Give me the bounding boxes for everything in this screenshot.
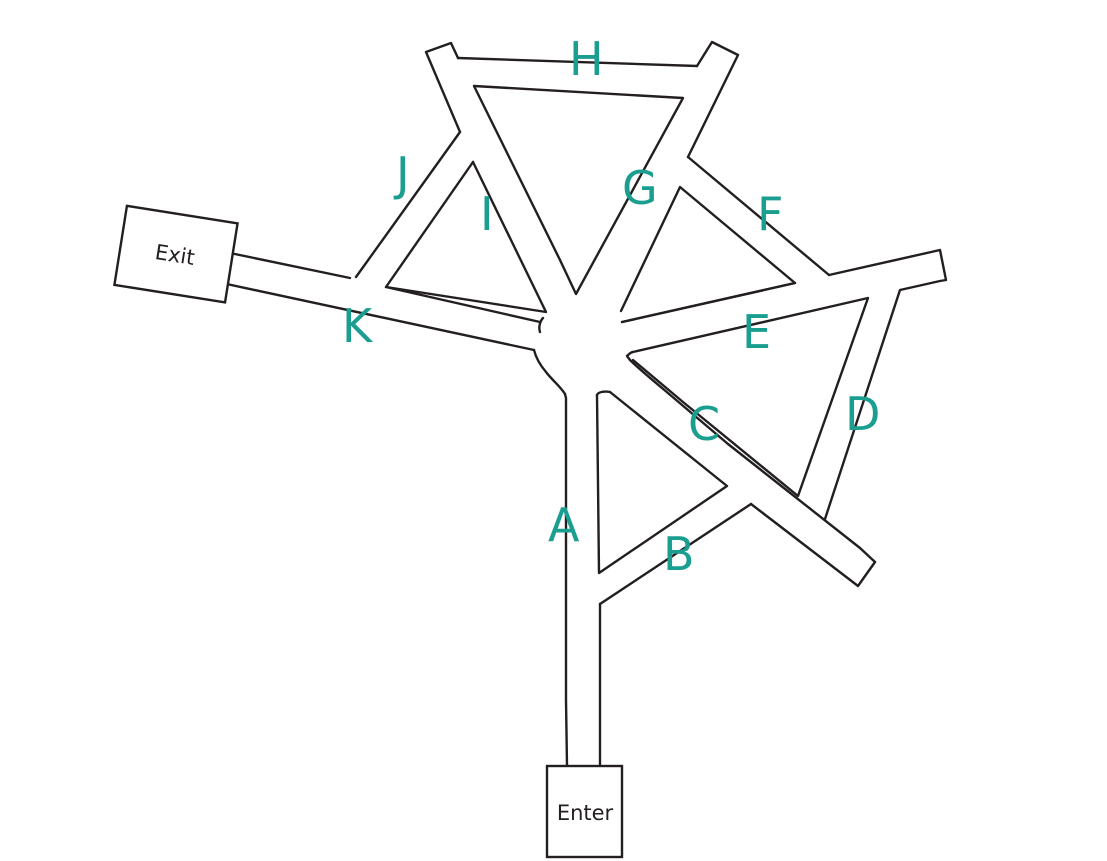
triangle-ghi-inner (472, 84, 685, 296)
corridor-h-top-wall (456, 56, 699, 68)
corridor-d-outer-wall (823, 248, 948, 521)
corridor-c-upper-wall (628, 358, 877, 564)
label-a: A (548, 498, 580, 552)
corridor-b-lower-wall (598, 502, 753, 606)
corridor-k-lower-wall (220, 281, 536, 352)
corridor-h-left-end (424, 41, 462, 134)
corridor-f-outer-wall (686, 155, 831, 277)
corridor-c-hub-mouth (625, 350, 635, 362)
corridor-k-upper-wall (228, 251, 352, 280)
corridor-g-outer-wall (686, 40, 740, 159)
label-k: K (342, 299, 374, 353)
label-d: D (845, 387, 880, 441)
triangle-ijk-inner (384, 160, 548, 314)
label-g: G (622, 161, 658, 215)
hub-lower-left-edge (532, 348, 567, 396)
corridor-a-left-wall (563, 392, 569, 768)
label-j: J (393, 147, 410, 201)
label-i: I (480, 187, 494, 241)
enter-label: Enter (557, 801, 614, 825)
label-b: B (663, 527, 695, 581)
triangle-abc-inner (595, 390, 729, 575)
triangle-efg-inner (619, 185, 797, 324)
corridor-j-outer-wall (354, 130, 462, 279)
hub-lower-right-edge (595, 390, 612, 397)
label-e: E (742, 305, 771, 359)
label-c: C (688, 397, 720, 451)
hub-left-edge (538, 316, 545, 334)
corridor-c-lower-wall (749, 502, 877, 588)
exit-box: Exit (113, 204, 239, 304)
label-f: F (757, 187, 783, 241)
triangle-cde-inner (631, 296, 870, 498)
label-h: H (569, 32, 604, 86)
enter-box: Enter (545, 764, 624, 859)
corridor-k-hub-upper (384, 285, 542, 324)
